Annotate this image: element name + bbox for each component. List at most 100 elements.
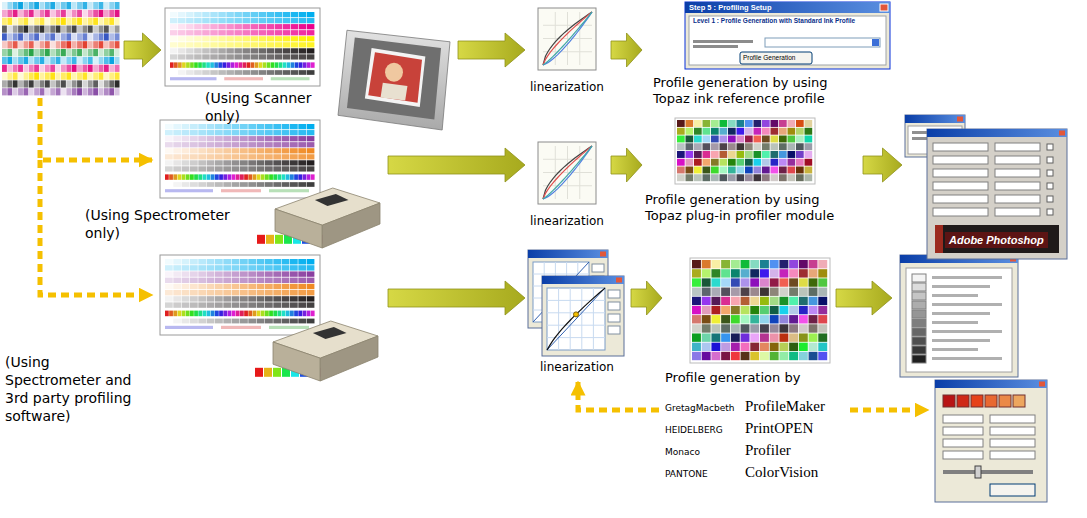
color-patch <box>760 269 769 277</box>
color-patch <box>809 315 818 323</box>
color-patch <box>82 33 87 40</box>
color-patch <box>721 343 730 351</box>
color-patch <box>307 265 315 270</box>
color-patch <box>173 278 181 283</box>
color-patch <box>61 65 66 72</box>
color-patch <box>307 124 315 129</box>
color-patch <box>731 278 740 286</box>
color-patch <box>291 36 298 41</box>
color-patch <box>799 288 808 296</box>
gray-patch <box>226 70 234 75</box>
color-patch <box>2 26 7 33</box>
color-patch <box>253 174 257 179</box>
color-patch <box>750 306 759 314</box>
color-patch <box>282 136 290 141</box>
color-patch <box>298 148 306 153</box>
color-patch <box>298 259 306 264</box>
color-patch <box>210 62 214 67</box>
color-patch <box>223 174 227 179</box>
product-name: PrintOPEN <box>745 418 813 438</box>
color-patch <box>234 48 241 53</box>
color-patch <box>251 30 258 35</box>
color-patch <box>194 48 201 53</box>
color-patch <box>109 18 114 25</box>
input-field <box>943 451 983 459</box>
color-patch <box>2 41 7 48</box>
color-patch <box>190 265 198 270</box>
color-patch <box>788 136 796 143</box>
color-patch <box>720 159 728 166</box>
color-patch <box>34 73 39 80</box>
color-patch <box>218 42 225 47</box>
color-patch <box>694 174 702 181</box>
color-patch <box>809 278 818 286</box>
color-patch <box>265 160 273 165</box>
step-label: linearization <box>540 360 614 374</box>
chart-paper <box>165 8 320 86</box>
color-patch <box>686 159 694 166</box>
color-patch <box>278 174 282 179</box>
color-patch <box>779 278 788 286</box>
color-patch <box>694 159 702 166</box>
color-patch <box>178 12 185 17</box>
color-patch <box>711 136 719 143</box>
color-patch <box>290 271 298 276</box>
color-patch <box>789 333 798 341</box>
color-patch <box>273 154 281 159</box>
close-button <box>1059 131 1065 136</box>
color-patch <box>754 159 762 166</box>
color-patch <box>165 136 173 141</box>
color-patch <box>169 311 173 317</box>
color-patch <box>170 18 177 23</box>
color-patch <box>186 54 193 59</box>
color-patch <box>240 278 248 283</box>
grid-line <box>581 288 582 350</box>
color-patch <box>251 18 258 23</box>
color-patch <box>731 324 740 332</box>
gray-patch <box>290 182 298 187</box>
color-patch <box>290 284 298 289</box>
text-line <box>932 330 1002 333</box>
color-patch <box>61 49 66 56</box>
check-box <box>1047 157 1053 163</box>
gray-patch <box>912 337 926 345</box>
color-patch <box>754 151 762 158</box>
color-patch <box>703 151 711 158</box>
color-patch <box>298 265 306 270</box>
color-patch <box>34 18 39 25</box>
color-patch <box>66 41 71 48</box>
color-patch <box>186 48 193 53</box>
color-patch <box>50 2 55 9</box>
title-bar <box>927 129 1067 137</box>
color-patch <box>282 259 290 264</box>
color-patch <box>56 73 61 80</box>
color-patch <box>311 174 315 179</box>
color-patch <box>230 62 234 67</box>
color-patch <box>77 80 82 87</box>
color-patch <box>307 36 314 41</box>
color-patch <box>789 306 798 314</box>
color-patch <box>291 24 298 29</box>
grid-line <box>547 325 605 326</box>
close-button <box>1039 382 1045 387</box>
color-patch <box>210 12 217 17</box>
color-patch <box>731 306 740 314</box>
color-patch <box>82 18 87 25</box>
color-patch <box>307 166 315 171</box>
color-patch <box>218 30 225 35</box>
color-patch <box>109 80 114 87</box>
color-patch <box>711 315 720 323</box>
color-patch <box>805 151 813 158</box>
color-patch <box>259 12 266 17</box>
color-patch <box>23 33 28 40</box>
color-patch <box>298 136 306 141</box>
color-patch <box>711 174 719 181</box>
curve-line <box>543 146 592 199</box>
color-patch <box>173 166 181 171</box>
color-patch <box>66 57 71 64</box>
color-patch <box>56 10 61 17</box>
step-label: linearization <box>530 214 604 228</box>
color-patch <box>298 311 302 317</box>
color-patch <box>194 42 201 47</box>
